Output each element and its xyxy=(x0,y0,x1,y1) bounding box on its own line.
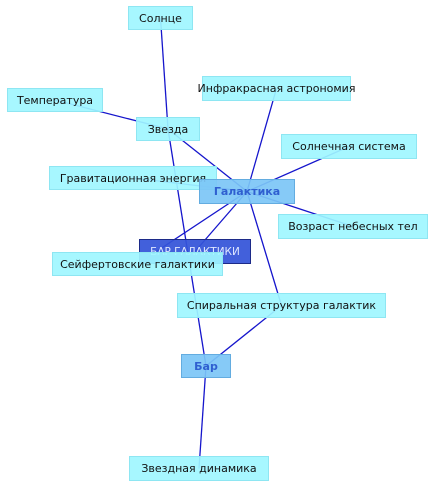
node-infrared-astronomy[interactable]: Инфракрасная астрономия xyxy=(198,76,355,101)
node-spiral-structure[interactable]: Спиральная структура галактик xyxy=(177,293,386,318)
edge-spiral-galaxy xyxy=(246,191,283,306)
node-seyfert-galaxies[interactable]: Сейфертовские галактики xyxy=(52,252,223,276)
node-star[interactable]: Звезда xyxy=(136,117,200,141)
edge-bar-stellar_dynamics xyxy=(198,365,207,469)
edge-sun-star xyxy=(159,17,169,130)
node-temperature[interactable]: Температура xyxy=(7,88,103,112)
edge-infrared-galaxy xyxy=(246,88,278,192)
node-galaxy[interactable]: Галактика xyxy=(199,179,295,204)
node-solar-system[interactable]: Солнечная система xyxy=(281,134,417,159)
node-gravitational-energy[interactable]: Гравитационная энергия xyxy=(49,166,217,190)
node-stellar-dynamics[interactable]: Звездная динамика xyxy=(129,456,269,481)
node-bar[interactable]: Бар xyxy=(181,354,231,378)
node-sun[interactable]: Солнце xyxy=(128,6,193,30)
node-age-of-celestial-bodies[interactable]: Возраст небесных тел xyxy=(278,214,428,239)
